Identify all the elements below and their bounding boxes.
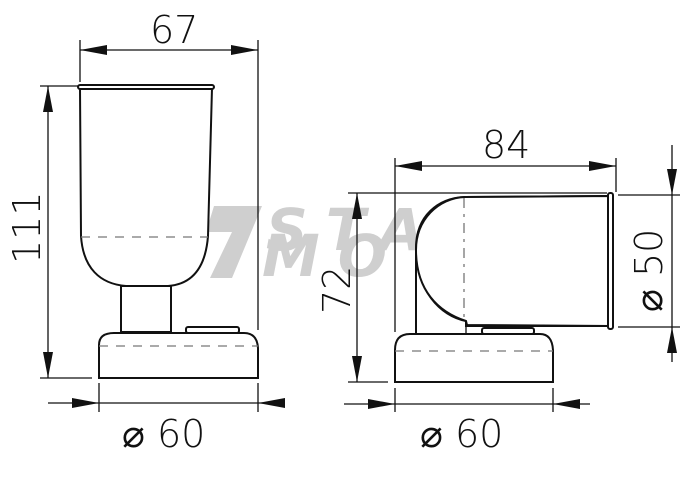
side-height-label: 72 <box>315 266 359 314</box>
front-base-diameter-label: ⌀ 60 <box>122 412 205 456</box>
front-stem <box>120 285 172 333</box>
front-cup-rim <box>77 84 215 90</box>
front-height-label: 111 <box>5 191 49 264</box>
side-base <box>394 333 554 383</box>
front-width-label: 67 <box>150 8 198 52</box>
side-length-label: 84 <box>482 123 530 167</box>
front-base <box>98 332 259 379</box>
side-cup-diameter-label: ⌀ 50 <box>627 229 671 312</box>
front-cup <box>78 87 214 287</box>
side-base-diameter-label: ⌀ 60 <box>420 412 503 456</box>
front-view: 67 111 ⌀ 60 <box>5 8 285 456</box>
side-view: 84 72 ⌀ 50 ⌀ 60 <box>315 123 680 456</box>
side-cup-shape <box>414 194 611 328</box>
side-cup-rim <box>607 192 614 330</box>
watermark-logo-icon <box>206 206 262 278</box>
